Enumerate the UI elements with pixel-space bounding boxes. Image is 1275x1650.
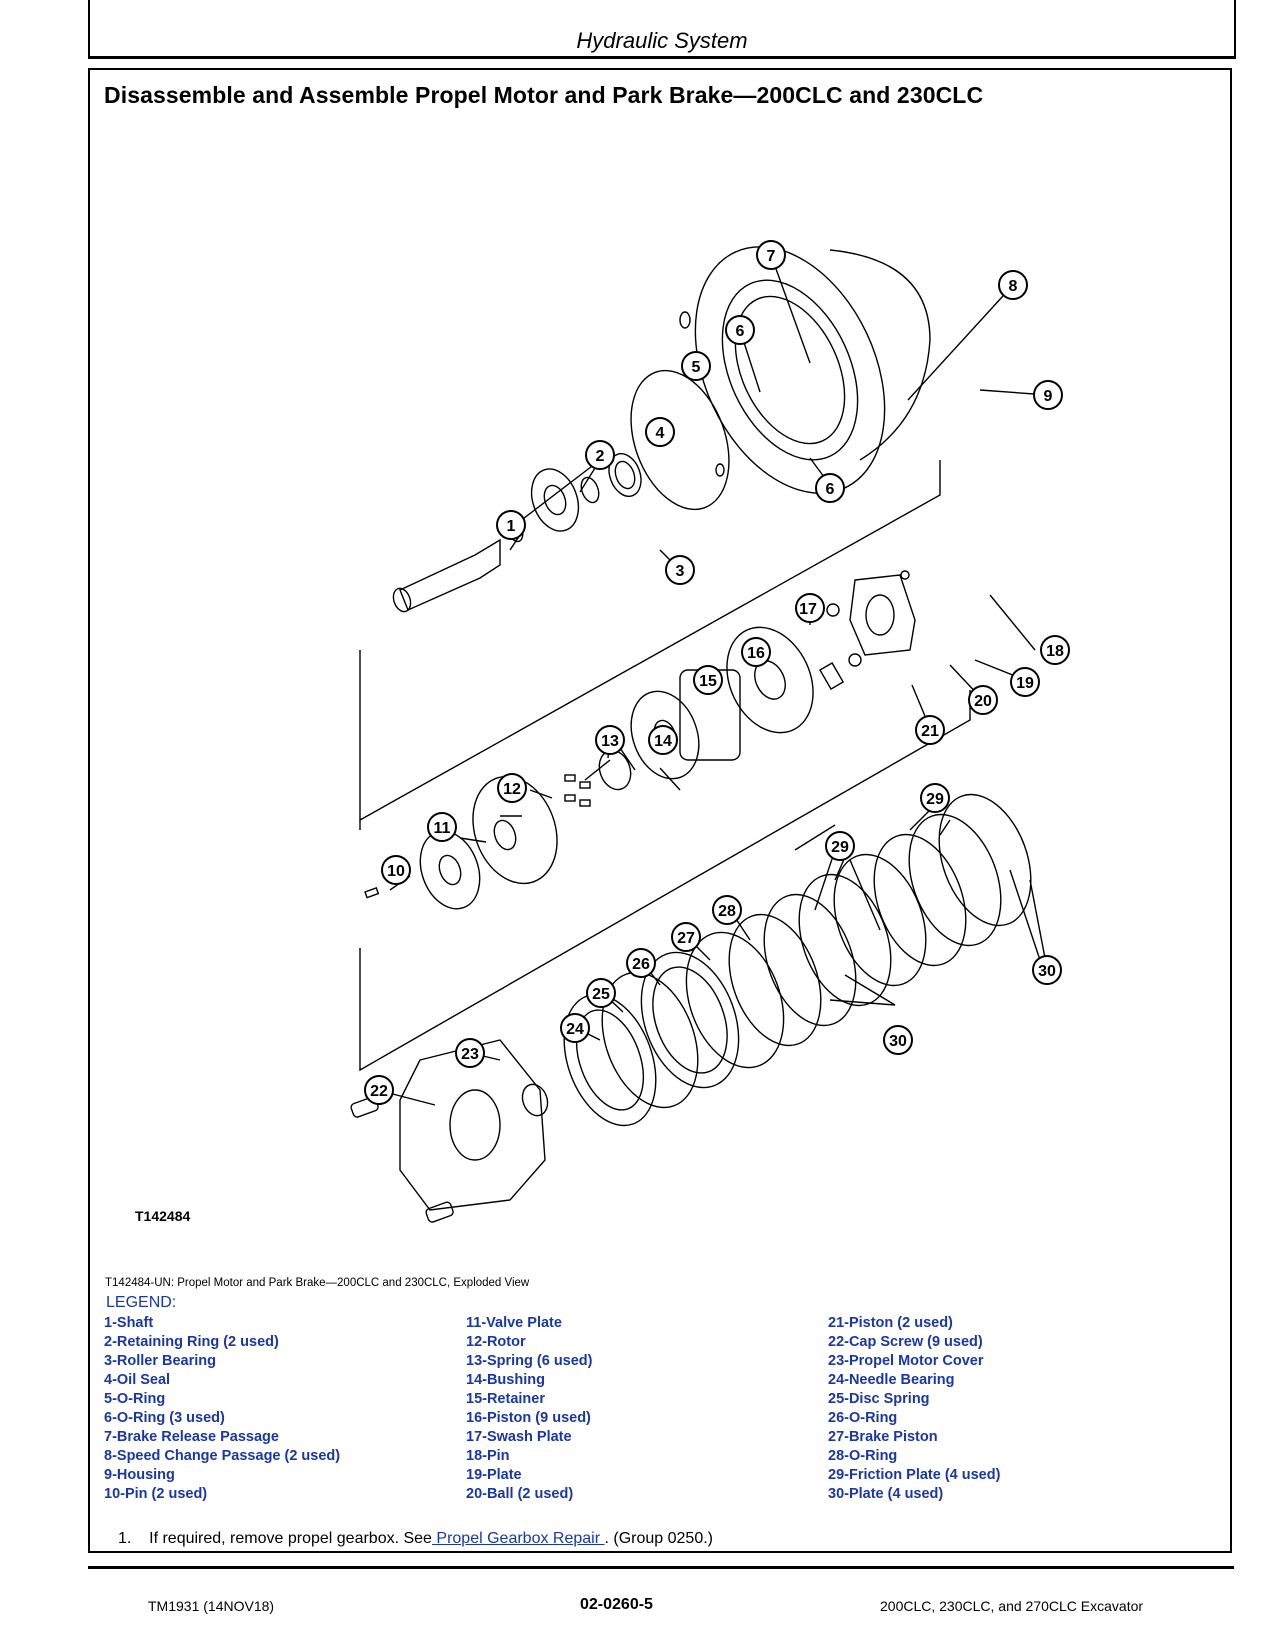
legend-item: 22-Cap Screw (9 used): [828, 1334, 983, 1350]
legend-column-3: 21-Piston (2 used) 22-Cap Screw (9 used)…: [828, 1314, 1000, 1504]
callout-6b: 6: [826, 481, 835, 498]
header-title: Hydraulic System: [576, 28, 748, 53]
legend-item: 18-Pin: [466, 1448, 510, 1464]
content-box: Disassemble and Assemble Propel Motor an…: [88, 68, 1232, 1553]
section-title: Disassemble and Assemble Propel Motor an…: [104, 82, 984, 108]
callout-14: 14: [654, 733, 672, 750]
legend-item: 2-Retaining Ring (2 used): [104, 1334, 279, 1350]
callout-12: 12: [503, 781, 521, 798]
callout-25: 25: [592, 986, 610, 1003]
step-text: If required, remove propel gearbox. See: [149, 1530, 432, 1547]
legend-item: 13-Spring (6 used): [466, 1353, 593, 1369]
callout-27: 27: [677, 930, 695, 947]
legend-item: 27-Brake Piston: [828, 1429, 938, 1445]
callout-13: 13: [601, 733, 619, 750]
callout-6a: 6: [736, 323, 745, 340]
footer-manual-id: TM1931 (14NOV18): [148, 1598, 275, 1614]
callout-24: 24: [566, 1021, 584, 1038]
legend-item: 4-Oil Seal: [104, 1372, 171, 1388]
callout-11: 11: [434, 820, 451, 837]
legend-item: 10-Pin (2 used): [104, 1486, 208, 1502]
callout-15: 15: [699, 673, 717, 690]
callout-7: 7: [767, 248, 776, 265]
callout-20: 20: [974, 693, 992, 710]
callout-30a: 30: [1038, 963, 1056, 980]
legend-item: 25-Disc Spring: [828, 1391, 930, 1407]
figure-caption: T142484-UN: Propel Motor and Park Brake—…: [105, 1277, 530, 1289]
callout-2: 2: [596, 448, 605, 465]
legend-title: LEGEND:: [106, 1294, 177, 1311]
callout-4: 4: [656, 425, 665, 442]
callout-5: 5: [692, 359, 701, 376]
legend-item: 6-O-Ring (3 used): [104, 1410, 225, 1426]
callout-8: 8: [1009, 278, 1018, 295]
legend-item: 15-Retainer: [466, 1391, 545, 1407]
callout-19: 19: [1016, 675, 1034, 692]
callout-30b: 30: [889, 1033, 907, 1050]
callout-21: 21: [921, 723, 939, 740]
legend-item: 24-Needle Bearing: [828, 1372, 955, 1388]
callout-26: 26: [632, 956, 650, 973]
callout-23: 23: [461, 1046, 479, 1063]
propel-gearbox-repair-link[interactable]: Propel Gearbox Repair: [431, 1530, 605, 1547]
footer-page-number: 02-0260-5: [580, 1596, 653, 1613]
legend-column-2: 11-Valve Plate 12-Rotor 13-Spring (6 use…: [466, 1314, 593, 1504]
procedure-step-1: 1. If required, remove propel gearbox. S…: [118, 1530, 713, 1548]
legend-item: 28-O-Ring: [828, 1448, 898, 1464]
legend-item: 17-Swash Plate: [466, 1429, 572, 1445]
legend-item: 20-Ball (2 used): [466, 1486, 574, 1502]
legend-item: 9-Housing: [104, 1467, 175, 1483]
callout-18: 18: [1046, 643, 1064, 660]
callout-29a: 29: [926, 791, 944, 808]
legend-item: 30-Plate (4 used): [828, 1486, 944, 1502]
exploded-view-figure: 7 8 9 6 5 6 4 2 3 1 18 19 20 21 17 16 15…: [290, 170, 1110, 1340]
legend-item: 12-Rotor: [466, 1334, 526, 1350]
legend-item: 11-Valve Plate: [466, 1315, 562, 1331]
exploded-view-drawing: 7 8 9 6 5 6 4 2 3 1 18 19 20 21 17 16 15…: [350, 240, 1070, 1223]
legend-item: 26-O-Ring: [828, 1410, 898, 1426]
footer-divider: [88, 1566, 1234, 1569]
footer-machine-models: 200CLC, 230CLC, and 270CLC Excavator: [880, 1598, 1144, 1614]
figure-id: T142484: [135, 1208, 191, 1224]
legend-column-1: 1-Shaft 2-Retaining Ring (2 used) 3-Roll…: [104, 1314, 340, 1504]
legend-item: 19-Plate: [466, 1467, 522, 1483]
callout-16: 16: [747, 645, 765, 662]
callout-9: 9: [1044, 388, 1053, 405]
legend-item: 3-Roller Bearing: [104, 1353, 216, 1369]
legend-item: 7-Brake Release Passage: [104, 1429, 279, 1445]
callout-29b: 29: [831, 839, 849, 856]
step-text-after: . (Group 0250.): [604, 1530, 713, 1547]
legend-item: 5-O-Ring: [104, 1391, 166, 1407]
callout-28: 28: [718, 903, 736, 920]
legend-item: 21-Piston (2 used): [828, 1315, 953, 1331]
legend-item: 8-Speed Change Passage (2 used): [104, 1448, 341, 1464]
step-number: 1.: [118, 1530, 132, 1547]
callout-17: 17: [799, 601, 817, 618]
callout-22: 22: [370, 1083, 388, 1100]
header-box: Hydraulic System: [88, 0, 1236, 59]
legend-item: 1-Shaft: [104, 1315, 154, 1331]
callout-10: 10: [387, 863, 405, 880]
legend-item: 14-Bushing: [466, 1372, 545, 1388]
legend-item: 29-Friction Plate (4 used): [828, 1467, 1001, 1483]
legend-item: 23-Propel Motor Cover: [828, 1353, 984, 1369]
legend-item: 16-Piston (9 used): [466, 1410, 591, 1426]
callout-3: 3: [676, 563, 685, 580]
callout-1: 1: [507, 518, 516, 535]
